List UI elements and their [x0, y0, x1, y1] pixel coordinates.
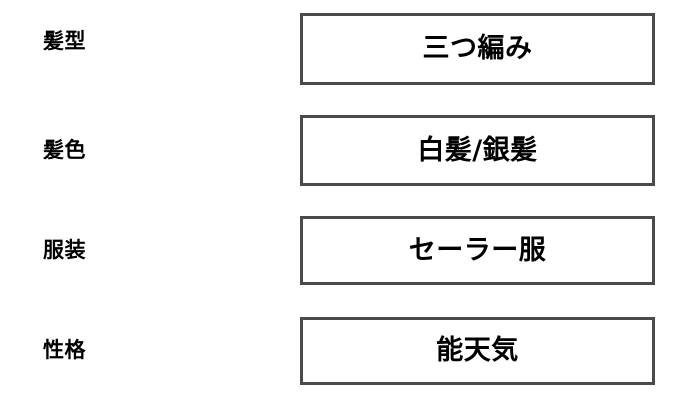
- attribute-value-box-outfit[interactable]: セーラー服: [300, 216, 655, 285]
- attribute-label-outfit: 服装: [43, 238, 86, 262]
- attribute-value-box-personality[interactable]: 能天気: [300, 317, 655, 385]
- attribute-label-haircolor: 髪色: [43, 138, 86, 162]
- attribute-value-text-outfit: セーラー服: [408, 234, 547, 266]
- attribute-value-text-haircolor: 白髪/銀髪: [417, 134, 538, 166]
- attribute-value-box-hairstyle[interactable]: 三つ編み: [300, 13, 655, 85]
- attribute-value-text-hairstyle: 三つ編み: [422, 33, 533, 65]
- attribute-label-personality: 性格: [43, 338, 86, 362]
- attribute-value-text-personality: 能天気: [436, 335, 519, 367]
- attribute-label-hairstyle: 髪型: [43, 29, 86, 53]
- attribute-value-box-haircolor[interactable]: 白髪/銀髪: [300, 115, 655, 186]
